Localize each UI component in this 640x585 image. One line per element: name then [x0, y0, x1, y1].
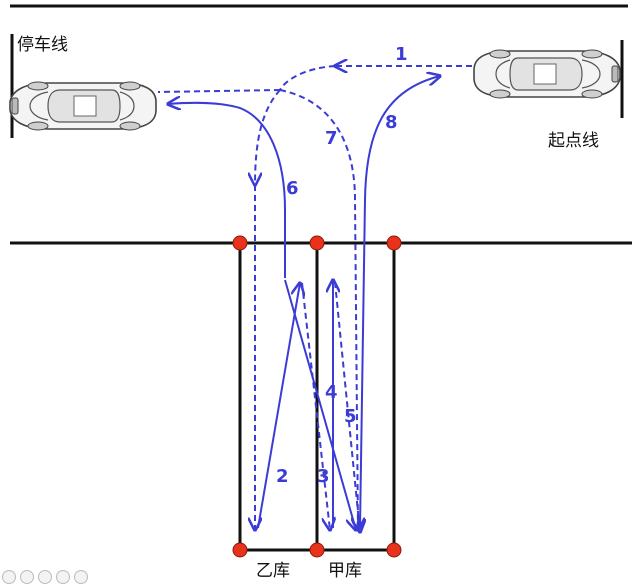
path-2: [257, 283, 300, 529]
path-7: [279, 89, 358, 530]
path-1c: [157, 89, 281, 93]
step-label-2: 2: [276, 466, 289, 487]
step-label-5: 5: [344, 406, 357, 427]
post-top-left: [232, 235, 248, 251]
path-1b: [279, 65, 336, 91]
car-right-icon: [473, 49, 621, 99]
post-top-right: [386, 235, 402, 251]
path-8: [359, 76, 440, 529]
post-bottom-left: [232, 542, 248, 558]
toolbar-grid-icon[interactable]: [38, 570, 52, 584]
post-bottom-right: [386, 542, 402, 558]
toolbar-next-icon[interactable]: [74, 570, 88, 584]
start-line-label: 起点线: [548, 131, 599, 151]
path-5: [334, 281, 360, 532]
path-cross: [284, 279, 356, 530]
step-label-8: 8: [385, 112, 398, 133]
step-label-1: 1: [395, 44, 408, 65]
path-1d: [255, 89, 281, 185]
field-lines: [10, 4, 632, 552]
step-label-3: 3: [317, 466, 330, 487]
step-label-4: 4: [325, 382, 338, 403]
garage-b-label: 乙库: [256, 561, 290, 581]
post-top-middle: [309, 235, 325, 251]
toolbar-prev-icon[interactable]: [2, 570, 16, 584]
post-bottom-middle: [309, 542, 325, 558]
path-3: [301, 282, 330, 530]
driving-paths: [157, 65, 472, 532]
step-label-7: 7: [325, 128, 338, 149]
car-left-icon: [9, 81, 157, 131]
path-6: [168, 103, 286, 278]
garage-a-label: 甲库: [328, 561, 362, 581]
marker-posts: [232, 235, 402, 558]
stop-line-label: 停车线: [17, 35, 68, 55]
toolbar-pen-icon[interactable]: [20, 570, 34, 584]
viewer-toolbar: [2, 570, 88, 584]
step-label-6: 6: [286, 178, 299, 199]
toolbar-zoom-icon[interactable]: [56, 570, 70, 584]
